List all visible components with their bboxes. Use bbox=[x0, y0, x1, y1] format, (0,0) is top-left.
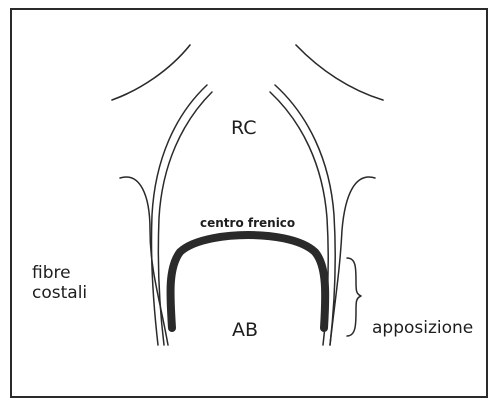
diaphragm-dome bbox=[170, 235, 325, 328]
fibre-costali-line1: fibre bbox=[32, 264, 87, 284]
abdomen-label: AB bbox=[232, 320, 258, 342]
apposizione-label: apposizione bbox=[372, 319, 473, 339]
rib-cage-label: RC bbox=[231, 118, 257, 140]
fibre-costali-line2: costali bbox=[32, 284, 87, 304]
left-shoulder-curve bbox=[112, 45, 190, 100]
centro-frenico-label: centro frenico bbox=[200, 217, 295, 231]
apposizione-brace bbox=[347, 258, 361, 336]
fibre-costali-label: fibre costali bbox=[32, 264, 87, 303]
right-shoulder-curve bbox=[296, 45, 383, 100]
